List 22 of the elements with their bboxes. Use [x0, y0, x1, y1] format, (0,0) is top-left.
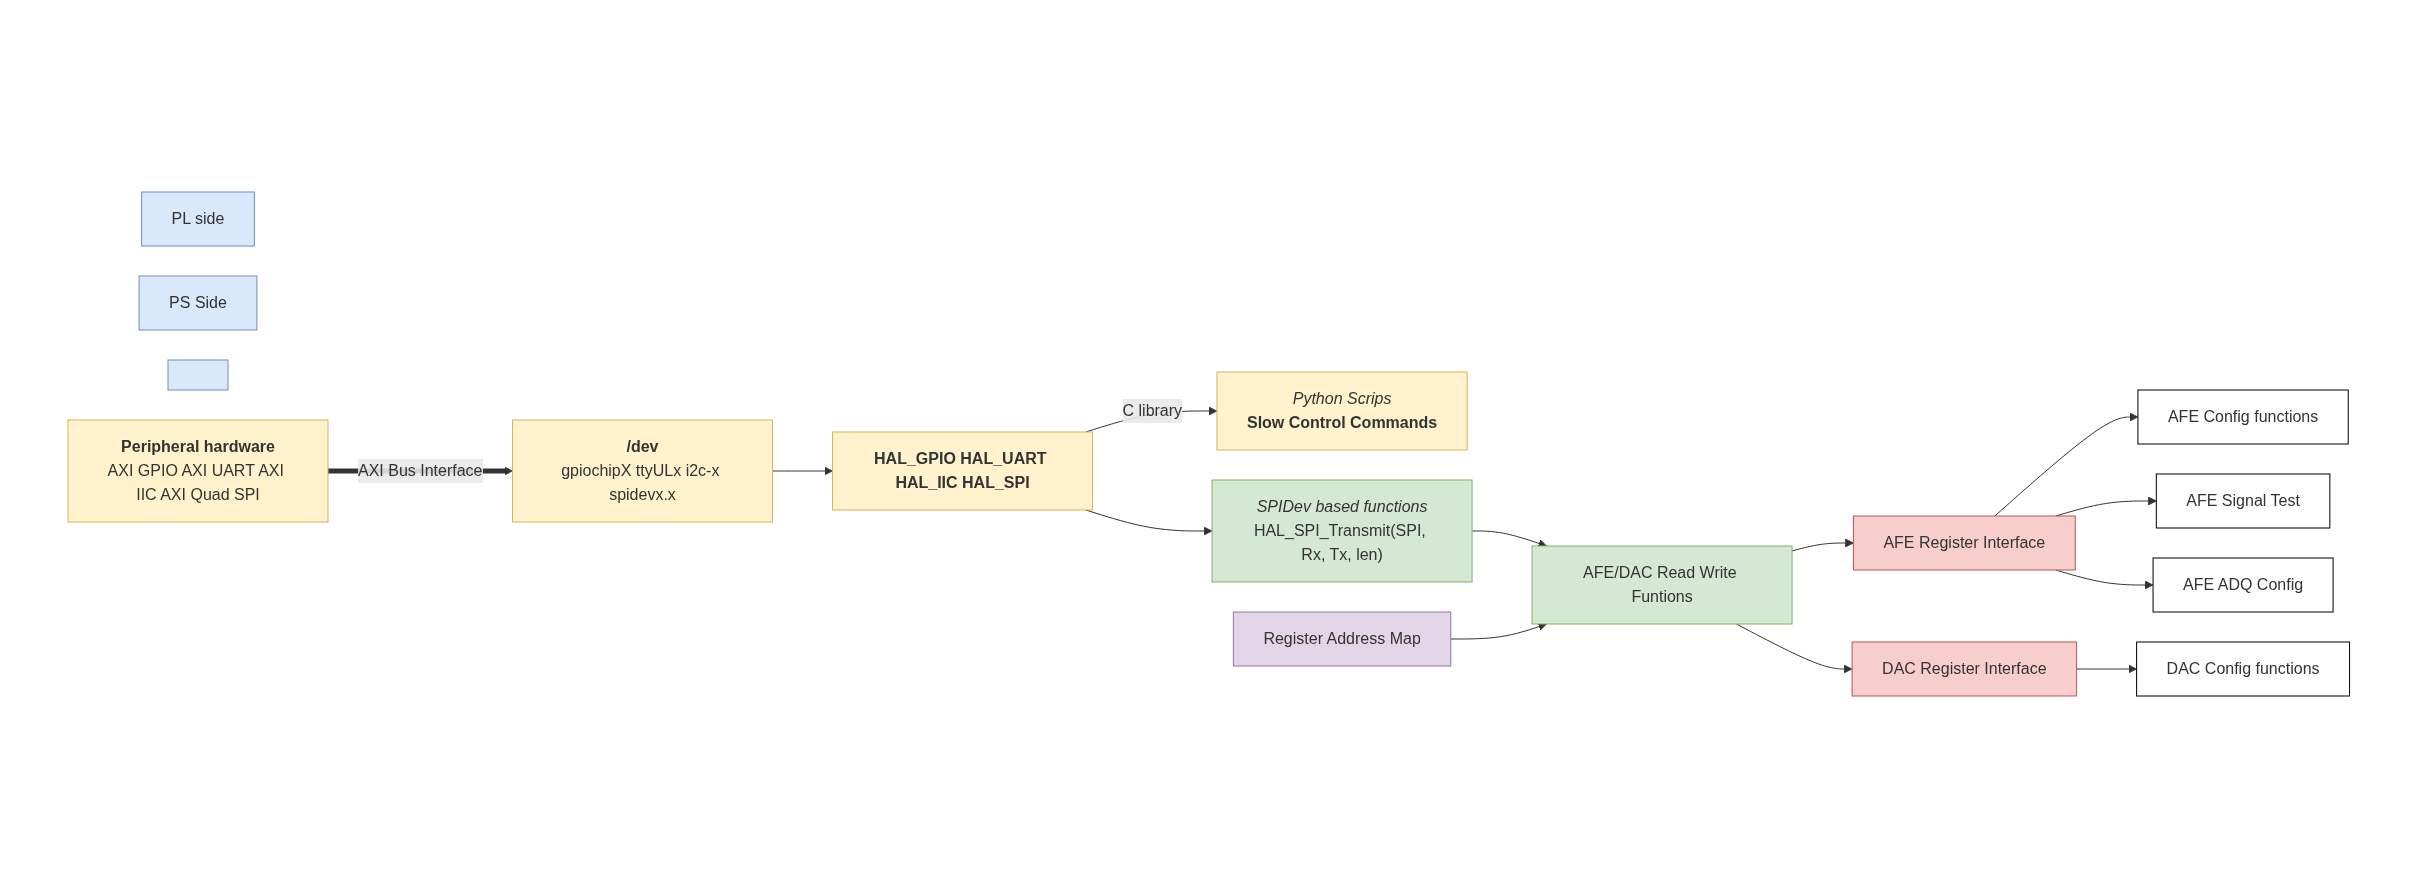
arrow: [2076, 664, 2138, 673]
edge-label: C library: [1122, 401, 1183, 419]
arrow: [772, 466, 834, 475]
node-box: Python Scrips Slow Control Commands: [1216, 371, 1468, 450]
arrow: [1994, 412, 2139, 516]
node-box: AFE/DAC Read Write Funtions: [1531, 545, 1793, 624]
node-box: [167, 359, 229, 390]
node-box: AFE Signal Test: [2156, 473, 2331, 528]
node-box: Register Address Map: [1233, 611, 1452, 666]
node-box: PL side: [141, 191, 256, 246]
node-box: DAC Register Interface: [1851, 641, 2078, 696]
node-box: AFE ADQ Config: [2152, 557, 2334, 612]
node-box: AFE Register Interface: [1853, 515, 2076, 570]
node-box: AFE Config functions: [2137, 389, 2349, 444]
edge-label: AXI Bus Interface: [358, 461, 483, 479]
node-box: DAC Config functions: [2136, 641, 2351, 696]
node-box: HAL_GPIO HAL_UART HAL_IIC HAL_SPI: [832, 431, 1094, 510]
node-box: SPIDev based functions HAL_SPI_Transmit(SPI, Rx, Tx, len): [1211, 479, 1473, 582]
node-box: /dev gpiochipX ttyULx i2c-x spidevx.x: [512, 419, 774, 522]
arrow: [1736, 623, 1853, 673]
node-box: PS Side: [138, 275, 258, 330]
node-box: Peripheral hardware AXI GPIO AXI UART AXI IIC AXI Quad SPI: [67, 419, 329, 522]
